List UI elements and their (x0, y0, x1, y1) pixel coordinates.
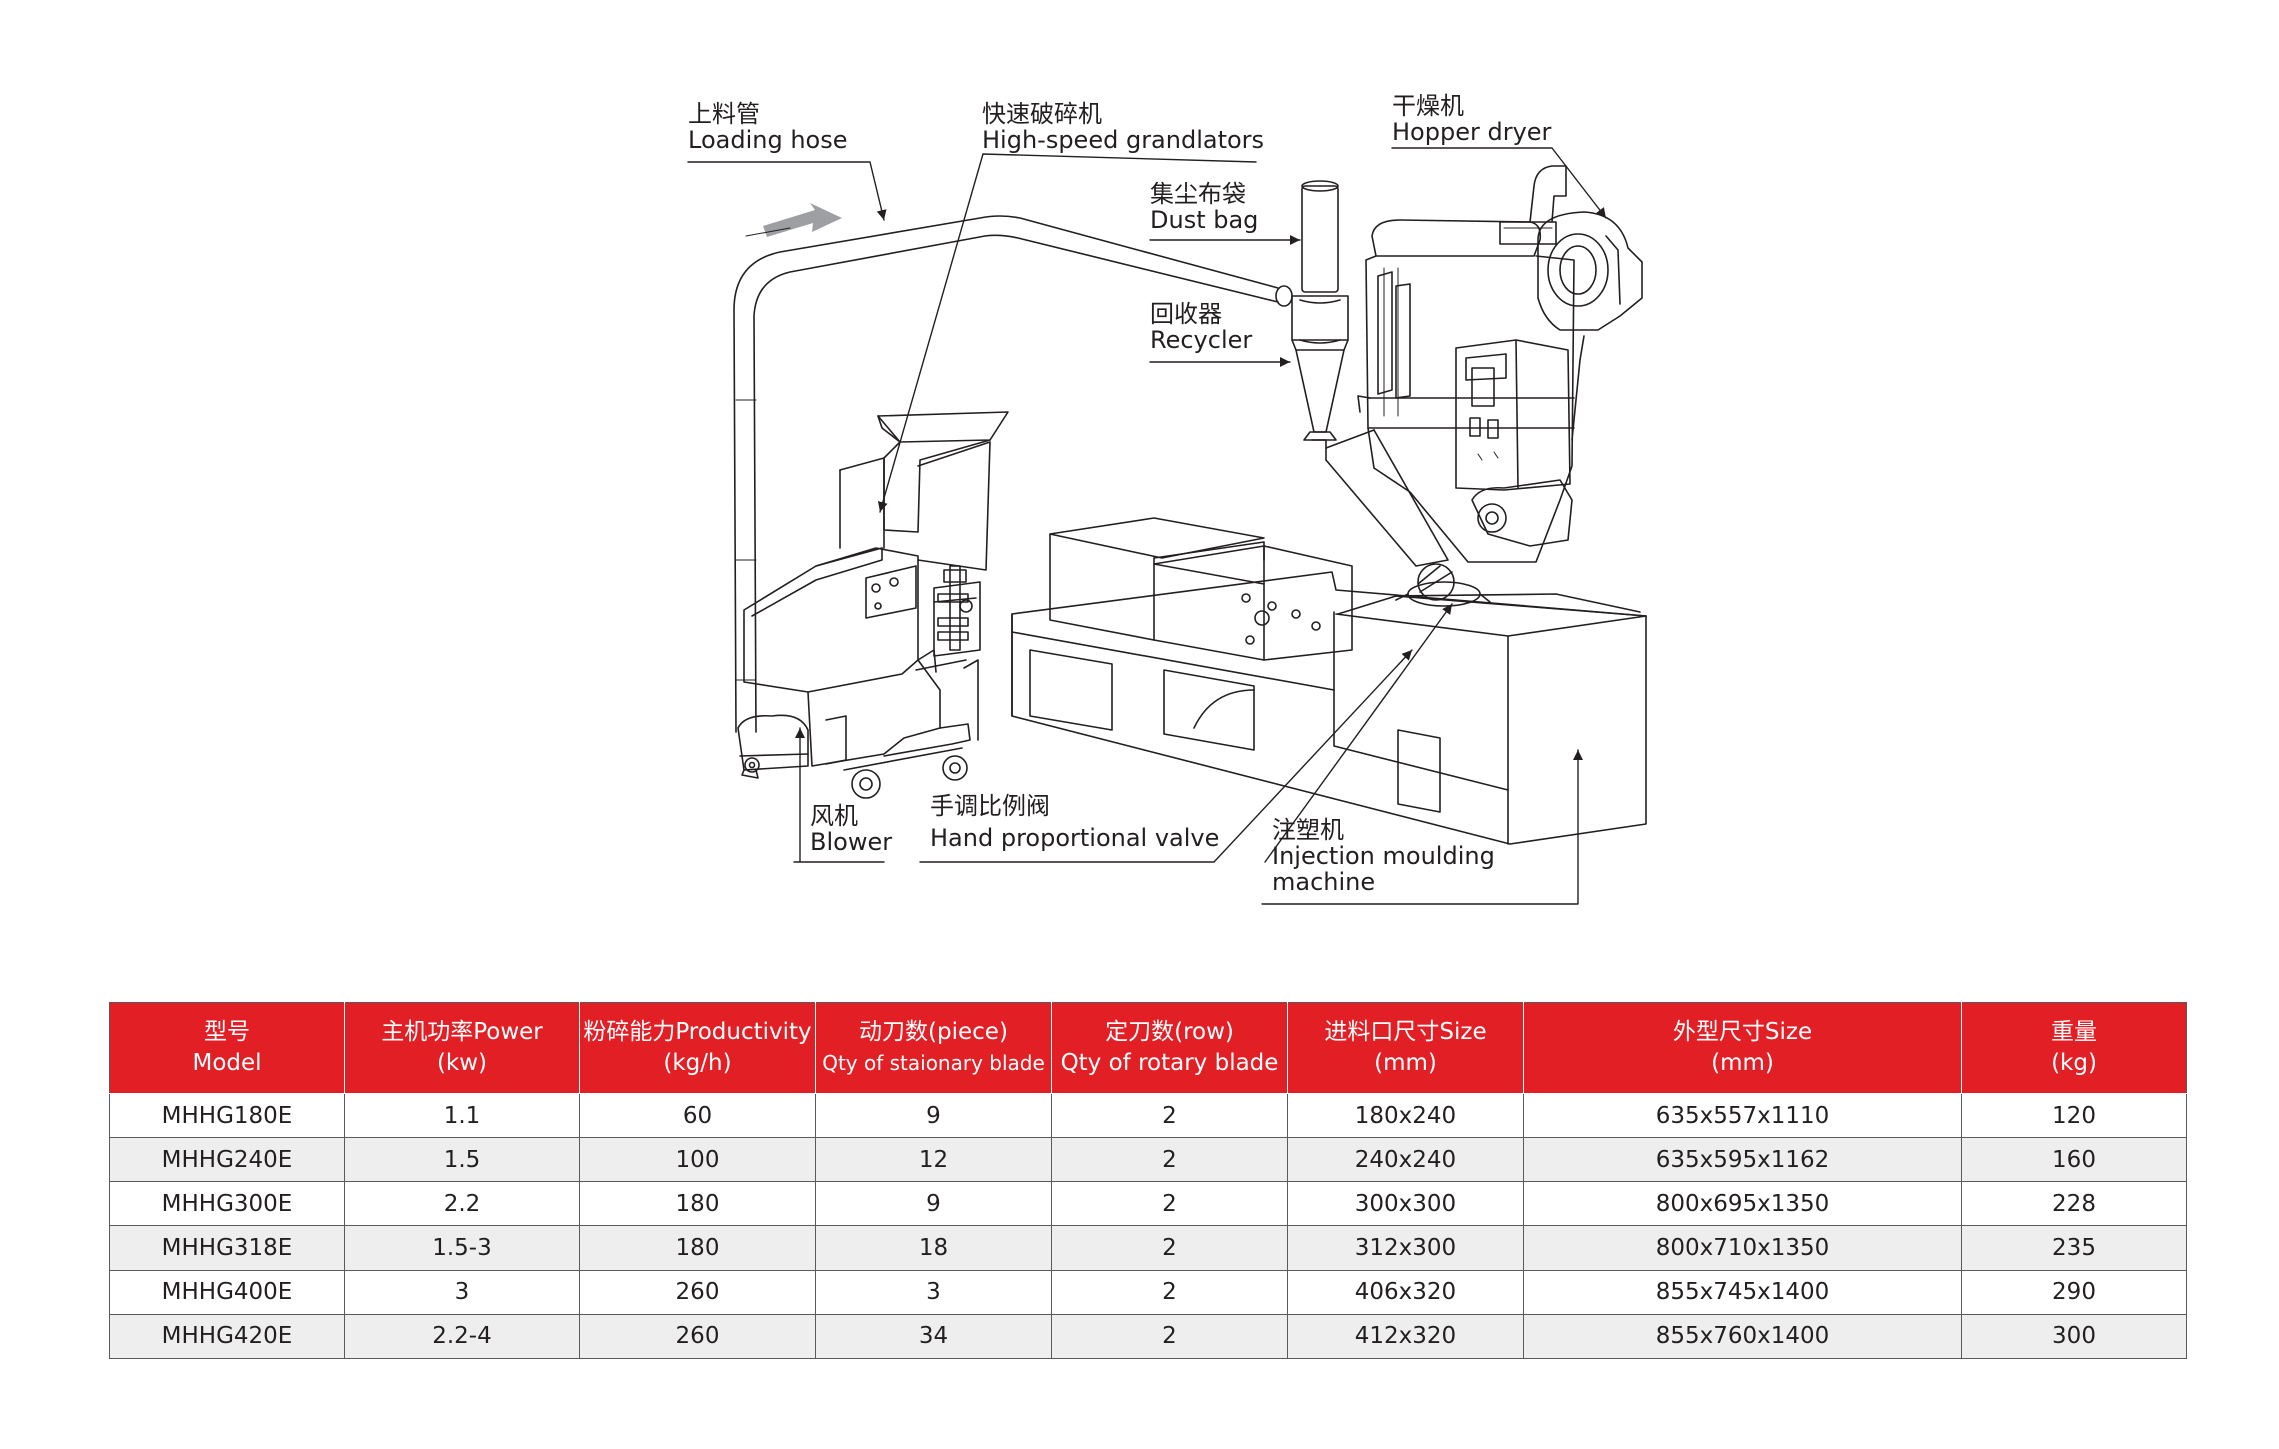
table-cell: 12 (815, 1137, 1052, 1183)
blower-icon (737, 714, 809, 779)
table-cell: 180 (579, 1181, 816, 1227)
label-loading-hose: 上料管 Loading hose (688, 100, 848, 154)
label-hopper-dryer: 干燥机 Hopper dryer (1392, 92, 1552, 146)
table-cell: 2 (1051, 1137, 1288, 1183)
table-cell: 290 (1961, 1269, 2187, 1315)
table-cell: 60 (579, 1092, 816, 1139)
table-cell: MHHG240E (109, 1137, 345, 1183)
granulator-icon (743, 411, 1009, 799)
table-cell: MHHG318E (109, 1225, 345, 1271)
table-cell: 300x300 (1287, 1181, 1524, 1227)
table-cell: MHHG180E (109, 1092, 345, 1139)
system-diagram: 上料管 Loading hose 快速破碎机 High-speed grandl… (687, 92, 1647, 905)
table-cell: 1.1 (344, 1092, 580, 1139)
table-cell: 300 (1961, 1313, 2187, 1360)
table-cell: 228 (1961, 1181, 2187, 1227)
table-cell: MHHG300E (109, 1181, 345, 1227)
table-cell: 635x557x1110 (1523, 1092, 1962, 1139)
table-cell: 412x320 (1287, 1313, 1524, 1360)
table-cell: 2 (1051, 1092, 1288, 1139)
header-rotary-blade: 定刀数(row)Qty of rotary blade (1051, 1002, 1288, 1094)
table-cell: 180 (579, 1225, 816, 1271)
table-cell: 9 (815, 1181, 1052, 1227)
header-dimensions: 外型尺寸Size(mm) (1523, 1002, 1962, 1094)
header-feed-size: 进料口尺寸Size(mm) (1287, 1002, 1524, 1094)
header-power: 主机功率Power(kw) (344, 1002, 580, 1094)
table-cell: 800x695x1350 (1523, 1181, 1962, 1227)
table-cell: 2 (1051, 1181, 1288, 1227)
table-cell: MHHG400E (109, 1269, 345, 1315)
header-productivity: 粉碎能力Productivity(kg/h) (579, 1002, 816, 1094)
hopper-dryer-leader (1391, 147, 1607, 219)
table-cell: 2.2-4 (344, 1313, 580, 1360)
table-cell: 406x320 (1287, 1269, 1524, 1315)
recycler-icon (1275, 180, 1349, 461)
table-cell: 800x710x1350 (1523, 1225, 1962, 1271)
hand-valve-leader (919, 649, 1413, 863)
header-weight: 重量(kg) (1961, 1002, 2187, 1094)
table-cell: 855x760x1400 (1523, 1313, 1962, 1360)
hand-proportional-valve-icon (933, 565, 981, 657)
table-cell: 100 (579, 1137, 816, 1183)
table-cell: 160 (1961, 1137, 2187, 1183)
loading-hose-icon (733, 215, 1279, 733)
table-cell: 2 (1051, 1269, 1288, 1315)
table-cell: 2 (1051, 1313, 1288, 1360)
table-cell: 1.5-3 (344, 1225, 580, 1271)
label-injection-machine: 注塑机 Injection moulding machine (1272, 816, 1495, 896)
table-cell: 34 (815, 1313, 1052, 1360)
granulator-leader (880, 153, 1257, 512)
label-dust-bag: 集尘布袋 Dust bag (1150, 180, 1259, 234)
table-cell: 2 (1051, 1225, 1288, 1271)
table-cell: 120 (1961, 1092, 2187, 1139)
table-cell: MHHG420E (109, 1313, 345, 1360)
flow-direction-arrow-icon (763, 203, 842, 237)
table-cell: 3 (344, 1269, 580, 1315)
table-cell: 240x240 (1287, 1137, 1524, 1183)
label-hand-valve: 手调比例阀 Hand proportional valve (930, 792, 1220, 852)
injection-leader (1261, 749, 1583, 905)
table-cell: 260 (579, 1313, 816, 1360)
injection-machine-icon (1011, 517, 1647, 845)
label-recycler: 回收器 Recycler (1150, 300, 1253, 354)
system-diagram-drawing (687, 147, 1647, 905)
feed-chute-icon (1325, 395, 1455, 601)
header-stationary-blade: 动刀数(piece)Qty of staionary blade (815, 1002, 1052, 1094)
table-cell: 9 (815, 1092, 1052, 1139)
table-cell: 3 (815, 1269, 1052, 1315)
table-cell: 260 (579, 1269, 816, 1315)
blower-leader (794, 728, 885, 863)
table-cell: 312x300 (1287, 1225, 1524, 1271)
table-cell: 1.5 (344, 1137, 580, 1183)
table-cell: 855x745x1400 (1523, 1269, 1962, 1315)
loading-hose-leader (687, 161, 887, 221)
table-cell: 18 (815, 1225, 1052, 1271)
table-cell: 635x595x1162 (1523, 1137, 1962, 1183)
table-cell: 2.2 (344, 1181, 580, 1227)
label-blower: 风机 Blower (810, 802, 893, 856)
table-cell: 235 (1961, 1225, 2187, 1271)
hopper-dryer-icon (1365, 165, 1643, 563)
callout-lines (687, 147, 1607, 905)
label-granulators: 快速破碎机 High-speed grandlators (982, 100, 1265, 154)
table-cell: 180x240 (1287, 1092, 1524, 1139)
